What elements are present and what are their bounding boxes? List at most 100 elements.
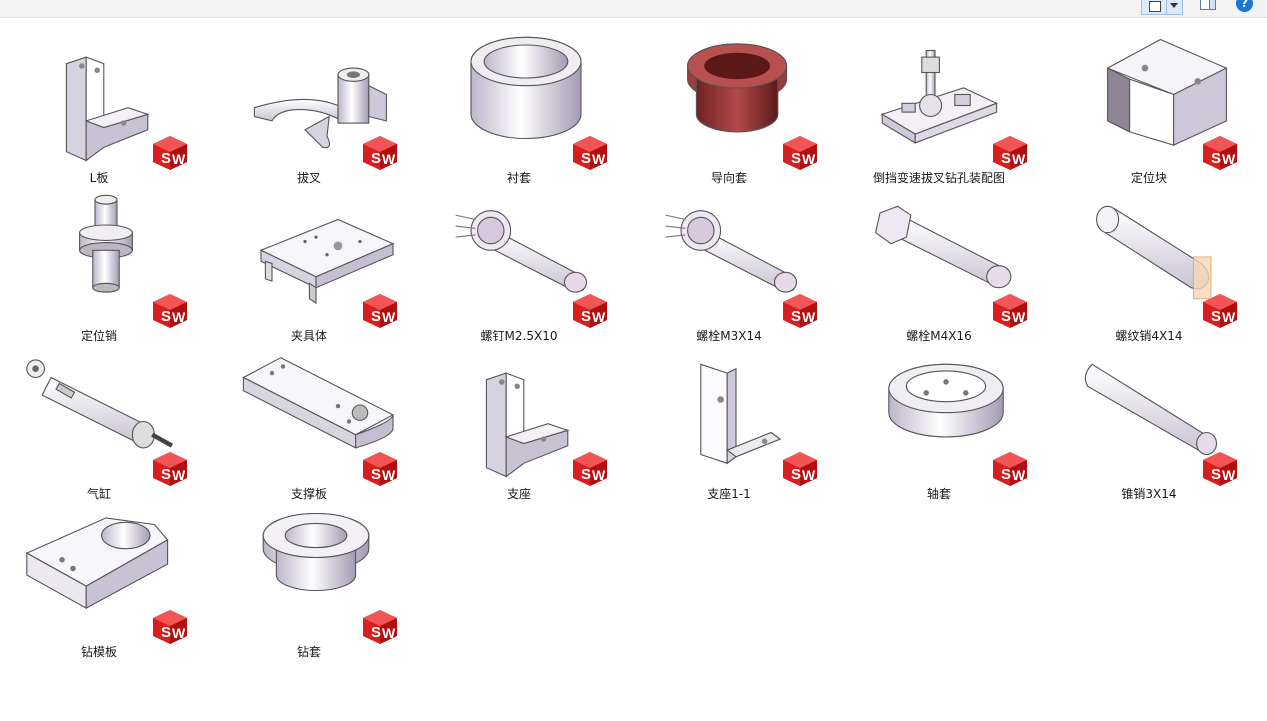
file-thumbnail[interactable]: [228, 27, 404, 162]
file-name[interactable]: L板: [89, 171, 109, 185]
file-thumbnail[interactable]: [1068, 343, 1244, 478]
file-thumbnail[interactable]: [228, 185, 404, 320]
part-preview-icon: [1096, 205, 1212, 300]
help-icon[interactable]: ?: [1236, 0, 1253, 12]
svg-text:W: W: [1222, 467, 1236, 483]
preview-pane-button[interactable]: [1200, 0, 1216, 10]
file-name[interactable]: 螺钉M2.5X10: [480, 329, 558, 343]
svg-text:W: W: [1012, 309, 1026, 325]
solidworks-icon: S W: [992, 451, 1028, 487]
file-name[interactable]: 支座: [506, 487, 531, 501]
file-name[interactable]: 钻模板: [80, 645, 117, 659]
file-name[interactable]: 定位块: [1130, 171, 1167, 185]
svg-text:W: W: [1012, 467, 1026, 483]
file-name[interactable]: 拔叉: [296, 171, 321, 185]
file-thumbnail[interactable]: [18, 343, 194, 478]
file-thumbnail[interactable]: [858, 343, 1034, 478]
file-item[interactable]: S W 锥销3X14: [1050, 343, 1260, 501]
file-item[interactable]: S W 螺纹销4X14: [1050, 185, 1260, 343]
file-name[interactable]: 衬套: [506, 171, 531, 185]
file-thumbnail[interactable]: [858, 185, 1034, 320]
file-thumbnail[interactable]: [438, 27, 614, 162]
part-preview-icon: [700, 363, 782, 465]
file-item[interactable]: S W 螺栓M3X14: [630, 185, 840, 343]
solidworks-icon: S W: [1202, 135, 1238, 171]
solidworks-icon: S W: [572, 293, 608, 329]
file-name[interactable]: 钻套: [296, 645, 321, 659]
svg-text:W: W: [1222, 309, 1236, 325]
file-thumbnail[interactable]: [438, 343, 614, 478]
svg-text:W: W: [802, 467, 816, 483]
file-item[interactable]: S W 衬套: [420, 27, 630, 185]
file-name[interactable]: 螺纹销4X14: [1115, 329, 1183, 343]
file-name[interactable]: 气缸: [86, 487, 111, 501]
file-thumbnail[interactable]: [1068, 185, 1244, 320]
file-name[interactable]: 导向套: [710, 171, 747, 185]
file-item[interactable]: S W 支撑板: [210, 343, 420, 501]
svg-text:S: S: [161, 466, 171, 483]
file-name[interactable]: 夹具体: [290, 329, 327, 343]
part-preview-icon: [79, 194, 133, 293]
file-item[interactable]: S W 拔叉: [210, 27, 420, 185]
svg-text:W: W: [802, 309, 816, 325]
file-item[interactable]: S W 轴套: [840, 343, 1050, 501]
file-item[interactable]: S W 钻套: [210, 501, 420, 659]
view-button-main[interactable]: [1142, 0, 1167, 14]
toolbar: ?: [0, 0, 1267, 18]
file-name[interactable]: 支撑板: [290, 487, 327, 501]
file-item[interactable]: S W 倒挡变速拔叉钻孔装配图: [840, 27, 1050, 185]
view-options-button[interactable]: [1141, 0, 1183, 15]
file-item[interactable]: S W L板: [0, 27, 210, 185]
file-thumbnail[interactable]: [228, 501, 404, 636]
svg-text:W: W: [1222, 151, 1236, 167]
file-thumbnail[interactable]: [18, 27, 194, 162]
view-dropdown-button[interactable]: [1166, 0, 1182, 14]
file-item[interactable]: S W 导向套: [630, 27, 840, 185]
file-name[interactable]: 定位销: [80, 329, 117, 343]
file-item[interactable]: S W 定位块: [1050, 27, 1260, 185]
svg-text:S: S: [371, 624, 381, 641]
svg-text:W: W: [382, 467, 396, 483]
large-icons-view-icon: [1149, 1, 1161, 12]
file-name[interactable]: 螺栓M3X14: [696, 329, 762, 343]
file-item[interactable]: S W 螺栓M4X16: [840, 185, 1050, 343]
file-thumbnail[interactable]: [438, 185, 614, 320]
file-item[interactable]: S W 螺钉M2.5X10: [420, 185, 630, 343]
svg-text:W: W: [172, 467, 186, 483]
solidworks-icon: S W: [782, 135, 818, 171]
file-item[interactable]: S W 支座1-1: [630, 343, 840, 501]
file-thumbnail[interactable]: [858, 27, 1034, 162]
file-item[interactable]: S W 夹具体: [210, 185, 420, 343]
file-thumbnail[interactable]: [18, 185, 194, 320]
file-thumbnail[interactable]: [648, 343, 824, 478]
svg-text:S: S: [1001, 466, 1011, 483]
preview-pane-icon-part: [1209, 0, 1216, 10]
svg-text:W: W: [172, 309, 186, 325]
file-item[interactable]: S W 定位销: [0, 185, 210, 343]
svg-text:S: S: [581, 308, 591, 325]
file-item[interactable]: S W 支座: [420, 343, 630, 501]
part-preview-icon: [888, 363, 1004, 438]
part-preview-icon: [874, 205, 1012, 289]
file-name[interactable]: 支座1-1: [707, 487, 751, 501]
file-thumbnail[interactable]: [648, 27, 824, 162]
file-name[interactable]: 轴套: [926, 487, 951, 501]
svg-text:W: W: [172, 625, 186, 641]
file-item[interactable]: S W 钻模板: [0, 501, 210, 659]
solidworks-icon: S W: [572, 451, 608, 487]
file-thumbnail[interactable]: [18, 501, 194, 636]
file-thumbnail[interactable]: [648, 185, 824, 320]
file-item[interactable]: S W 气缸: [0, 343, 210, 501]
file-thumbnail[interactable]: [1068, 27, 1244, 162]
svg-text:S: S: [161, 150, 171, 167]
file-name[interactable]: 倒挡变速拔叉钻孔装配图: [872, 171, 1005, 185]
solidworks-icon: S W: [152, 451, 188, 487]
svg-text:S: S: [791, 308, 801, 325]
file-thumbnail[interactable]: [228, 343, 404, 478]
file-name[interactable]: 锥销3X14: [1121, 487, 1177, 501]
svg-text:S: S: [371, 150, 381, 167]
svg-text:W: W: [592, 309, 606, 325]
file-name[interactable]: 螺栓M4X16: [906, 329, 972, 343]
part-preview-icon: [1084, 363, 1218, 456]
